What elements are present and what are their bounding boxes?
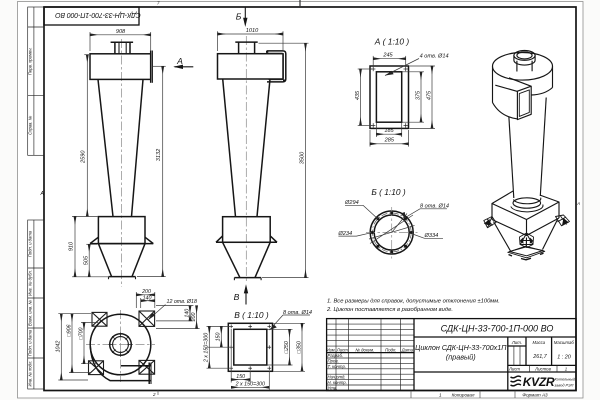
svg-text:375: 375 (415, 90, 421, 100)
svg-text:1: 1 (565, 367, 568, 372)
svg-text:2590: 2590 (81, 150, 87, 164)
svg-text:№ докум.: № докум. (355, 347, 374, 352)
svg-text:Т. контр.: Т. контр. (328, 364, 347, 369)
svg-text:3132: 3132 (156, 148, 162, 161)
svg-text:Перв. примен.: Перв. примен. (28, 47, 33, 75)
svg-text:Н. контр.: Н. контр. (328, 380, 347, 385)
svg-text:1 : 20: 1 : 20 (557, 355, 571, 361)
svg-text:Б ( 1:10 ): Б ( 1:10 ) (371, 187, 406, 197)
svg-text:Нач.отд.: Нач.отд. (328, 375, 346, 380)
svg-text:□250: □250 (284, 341, 290, 353)
svg-text:Ø334: Ø334 (424, 233, 439, 239)
svg-text:1010: 1010 (246, 28, 259, 34)
svg-text:Подп.: Подп. (385, 347, 396, 352)
svg-text:Лит.: Лит. (511, 340, 522, 345)
svg-text:Инв. № подл.: Инв. № подл. (28, 361, 33, 387)
svg-text:8 отв. Ø14: 8 отв. Ø14 (283, 310, 312, 316)
svg-text:Масса: Масса (532, 340, 545, 345)
svg-text:Пров.: Пров. (328, 358, 339, 363)
svg-text:505: 505 (83, 255, 89, 265)
svg-text:Утв.: Утв. (328, 385, 338, 390)
svg-text:1. Все размеры для справок, до: 1. Все размеры для справок, допустимые о… (327, 298, 500, 304)
svg-text:□700: □700 (78, 327, 84, 339)
svg-text:Ø234: Ø234 (337, 231, 352, 237)
svg-text:Ø294: Ø294 (344, 200, 359, 206)
svg-text:Подп. и дата: Подп. и дата (28, 329, 33, 356)
svg-text:В: В (234, 292, 240, 302)
svg-text:1: 1 (439, 392, 442, 397)
svg-text:Котельный: Котельный (555, 377, 577, 381)
svg-text:140: 140 (143, 296, 152, 302)
svg-text:Подп. и дата: Подп. и дата (28, 230, 33, 257)
svg-text:150: 150 (236, 374, 245, 380)
svg-text:KVZR: KVZR (523, 375, 555, 389)
svg-text:475: 475 (426, 90, 432, 100)
svg-text:2. Циклон поставляется в разоб: 2. Циклон поставляется в разобранном вид… (326, 307, 453, 313)
svg-text:Б: Б (236, 12, 242, 22)
svg-text:150: 150 (216, 333, 222, 342)
svg-text:Справ. №: Справ. № (28, 115, 33, 134)
svg-text:СДК-ЦН-33-700-1П-000 ВО: СДК-ЦН-33-700-1П-000 ВО (55, 11, 141, 18)
svg-text:Лист: Лист (336, 347, 348, 352)
svg-text:Инв. № дубл.: Инв. № дубл. (28, 270, 33, 296)
svg-text:Дата: Дата (401, 347, 414, 352)
svg-text:В ( 1:10 ): В ( 1:10 ) (234, 310, 269, 320)
svg-text:200: 200 (141, 289, 151, 295)
svg-text:3500: 3500 (300, 151, 306, 164)
svg-text:140: 140 (185, 309, 191, 318)
svg-text:Формат А3: Формат А3 (522, 392, 548, 397)
svg-text:2 х 150=300: 2 х 150=300 (204, 333, 210, 363)
svg-text:А: А (40, 191, 45, 197)
svg-text:Взам. инв. №: Взам. инв. № (28, 300, 33, 326)
svg-text:4 отв. Ø14: 4 отв. Ø14 (420, 53, 449, 59)
svg-text:Лист: Лист (508, 367, 520, 372)
svg-text:200: 200 (191, 313, 197, 323)
svg-text:Циклон СДК-ЦН-33-700х1П: Циклон СДК-ЦН-33-700х1П (415, 343, 507, 352)
svg-text:1042: 1042 (56, 341, 62, 353)
svg-text:2 х 150=300: 2 х 150=300 (235, 382, 265, 388)
svg-text:910: 910 (69, 241, 75, 251)
svg-text:□906: □906 (66, 324, 72, 336)
svg-text:8 отв. Ø14: 8 отв. Ø14 (420, 204, 449, 210)
svg-text:А: А (176, 56, 183, 66)
svg-text:А ( 1:10 ): А ( 1:10 ) (374, 37, 410, 47)
svg-text:Изм.: Изм. (327, 347, 336, 352)
svg-text:Разраб.: Разраб. (328, 353, 344, 358)
svg-text:(правый): (правый) (446, 353, 476, 362)
svg-text:Листов: Листов (534, 367, 551, 372)
svg-text:□350: □350 (296, 341, 302, 353)
svg-text:185: 185 (384, 128, 394, 134)
svg-text:285: 285 (384, 138, 395, 144)
svg-text:261,7: 261,7 (532, 354, 547, 360)
svg-text:908: 908 (116, 29, 126, 35)
svg-text:завод РЭП: завод РЭП (554, 384, 574, 388)
svg-text:2: 2 (152, 392, 156, 397)
svg-text:Масштаб: Масштаб (554, 340, 575, 345)
svg-text:Копировал: Копировал (452, 392, 475, 397)
svg-text:245: 245 (382, 53, 393, 59)
svg-text:СДК-ЦН-33-700-1П-000 ВО: СДК-ЦН-33-700-1П-000 ВО (441, 324, 554, 334)
svg-text:12 отв. Ø18: 12 отв. Ø18 (167, 299, 197, 305)
svg-text:7: 7 (157, 1, 160, 6)
svg-text:435: 435 (355, 90, 361, 100)
svg-text:А: А (576, 201, 580, 206)
